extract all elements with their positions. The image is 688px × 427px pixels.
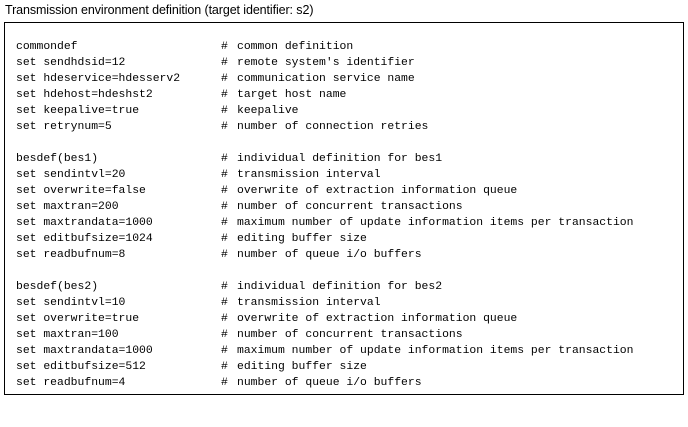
comment-marker: # (221, 233, 228, 245)
code-command: commondef (16, 41, 78, 53)
code-line: set maxtrandata=1000 # maximum number of u… (16, 343, 633, 359)
code-comment: communication service name (237, 73, 415, 85)
code-comment: editing buffer size (237, 233, 367, 245)
code-line: set maxtran=200 # number of concurrent tra… (16, 199, 633, 215)
comment-marker: # (221, 377, 228, 389)
caption-close: ) (309, 3, 314, 17)
code-comment: overwrite of extraction information queu… (237, 185, 518, 197)
code-command: set hdehost=hdeshst2 (16, 89, 153, 101)
comment-marker: # (221, 361, 228, 373)
comment-marker: # (221, 249, 228, 261)
code-listing: commondef # common definition set sendhdsid… (16, 39, 633, 391)
comment-marker: # (221, 41, 228, 53)
code-line: set sendintvl=10 # transmission interval (16, 295, 633, 311)
code-comment: target host name (237, 89, 347, 101)
target-identifier: s2 (296, 3, 310, 17)
code-command: set readbufnum=8 (16, 249, 126, 261)
blank-line (16, 263, 633, 279)
code-line: besdef(bes2) # individual definition for b… (16, 279, 633, 295)
code-comment: individual definition for bes1 (237, 153, 443, 165)
code-comment: transmission interval (237, 297, 381, 309)
code-command: set maxtrandata=1000 (16, 345, 153, 357)
code-comment: number of concurrent transactions (237, 201, 463, 213)
code-line: set editbufsize=512 # editing buffer size (16, 359, 633, 375)
code-comment: common definition (237, 41, 354, 53)
code-command: set hdeservice=hdesserv2 (16, 73, 181, 85)
code-command: set editbufsize=512 (16, 361, 146, 373)
code-line: set overwrite=false # overwrite of extract… (16, 183, 633, 199)
comment-marker: # (221, 281, 228, 293)
code-line: set keepalive=true # keepalive (16, 103, 633, 119)
comment-marker: # (221, 169, 228, 181)
code-line: set sendhdsid=12 # remote system's identif… (16, 55, 633, 71)
code-line: commondef # common definition (16, 39, 633, 55)
code-line: set maxtrandata=1000 # maximum number of u… (16, 215, 633, 231)
code-comment: number of queue i/o buffers (237, 249, 422, 261)
code-line: set overwrite=true # overwrite of extracti… (16, 311, 633, 327)
code-command: set sendintvl=20 (16, 169, 126, 181)
code-comment: individual definition for bes2 (237, 281, 443, 293)
code-comment: number of queue i/o buffers (237, 377, 422, 389)
code-command: set readbufnum=4 (16, 377, 126, 389)
code-comment: maximum number of update information ite… (237, 217, 634, 229)
comment-marker: # (221, 105, 228, 117)
comment-marker: # (221, 217, 228, 229)
comment-marker: # (221, 345, 228, 357)
code-line: set readbufnum=4 # number of queue i/o buf… (16, 375, 633, 391)
code-command: besdef(bes2) (16, 281, 99, 293)
code-comment: keepalive (237, 105, 299, 117)
code-command: set overwrite=false (16, 185, 146, 197)
code-command: set maxtran=200 (16, 201, 119, 213)
comment-marker: # (221, 201, 228, 213)
code-line: set readbufnum=8 # number of queue i/o buf… (16, 247, 633, 263)
caption-text: Transmission environment definition (tar… (5, 3, 297, 17)
code-line: besdef(bes1) # individual definition for b… (16, 151, 633, 167)
code-comment: maximum number of update information ite… (237, 345, 634, 357)
comment-marker: # (221, 153, 228, 165)
code-command: set maxtran=100 (16, 329, 119, 341)
code-command: set maxtrandata=1000 (16, 217, 153, 229)
code-command: set retrynum=5 (16, 121, 112, 133)
comment-marker: # (221, 185, 228, 197)
code-command: besdef(bes1) (16, 153, 99, 165)
code-command: set keepalive=true (16, 105, 140, 117)
code-line: set hdehost=hdeshst2 # target host name (16, 87, 633, 103)
code-comment: transmission interval (237, 169, 381, 181)
code-line: set sendintvl=20 # transmission interval (16, 167, 633, 183)
code-command: set sendhdsid=12 (16, 57, 126, 69)
comment-marker: # (221, 121, 228, 133)
code-comment: remote system's identifier (237, 57, 415, 69)
comment-marker: # (221, 73, 228, 85)
comment-marker: # (221, 89, 228, 101)
code-command: set sendintvl=10 (16, 297, 126, 309)
code-line: set maxtran=100 # number of concurrent tra… (16, 327, 633, 343)
comment-marker: # (221, 329, 228, 341)
code-command: set editbufsize=1024 (16, 233, 153, 245)
code-line: set retrynum=5 # number of connection retr… (16, 119, 633, 135)
code-comment: number of concurrent transactions (237, 329, 463, 341)
code-comment: number of connection retries (237, 121, 429, 133)
code-listing-box: commondef # common definition set sendhdsid… (4, 22, 684, 395)
comment-marker: # (221, 57, 228, 69)
figure-caption: Transmission environment definition (tar… (5, 3, 313, 17)
comment-marker: # (221, 297, 228, 309)
code-command: set overwrite=true (16, 313, 140, 325)
blank-line (16, 135, 633, 151)
comment-marker: # (221, 313, 228, 325)
code-line: set editbufsize=1024 # editing buffer size (16, 231, 633, 247)
code-line: set hdeservice=hdesserv2 # communication s… (16, 71, 633, 87)
code-comment: overwrite of extraction information queu… (237, 313, 518, 325)
code-comment: editing buffer size (237, 361, 367, 373)
